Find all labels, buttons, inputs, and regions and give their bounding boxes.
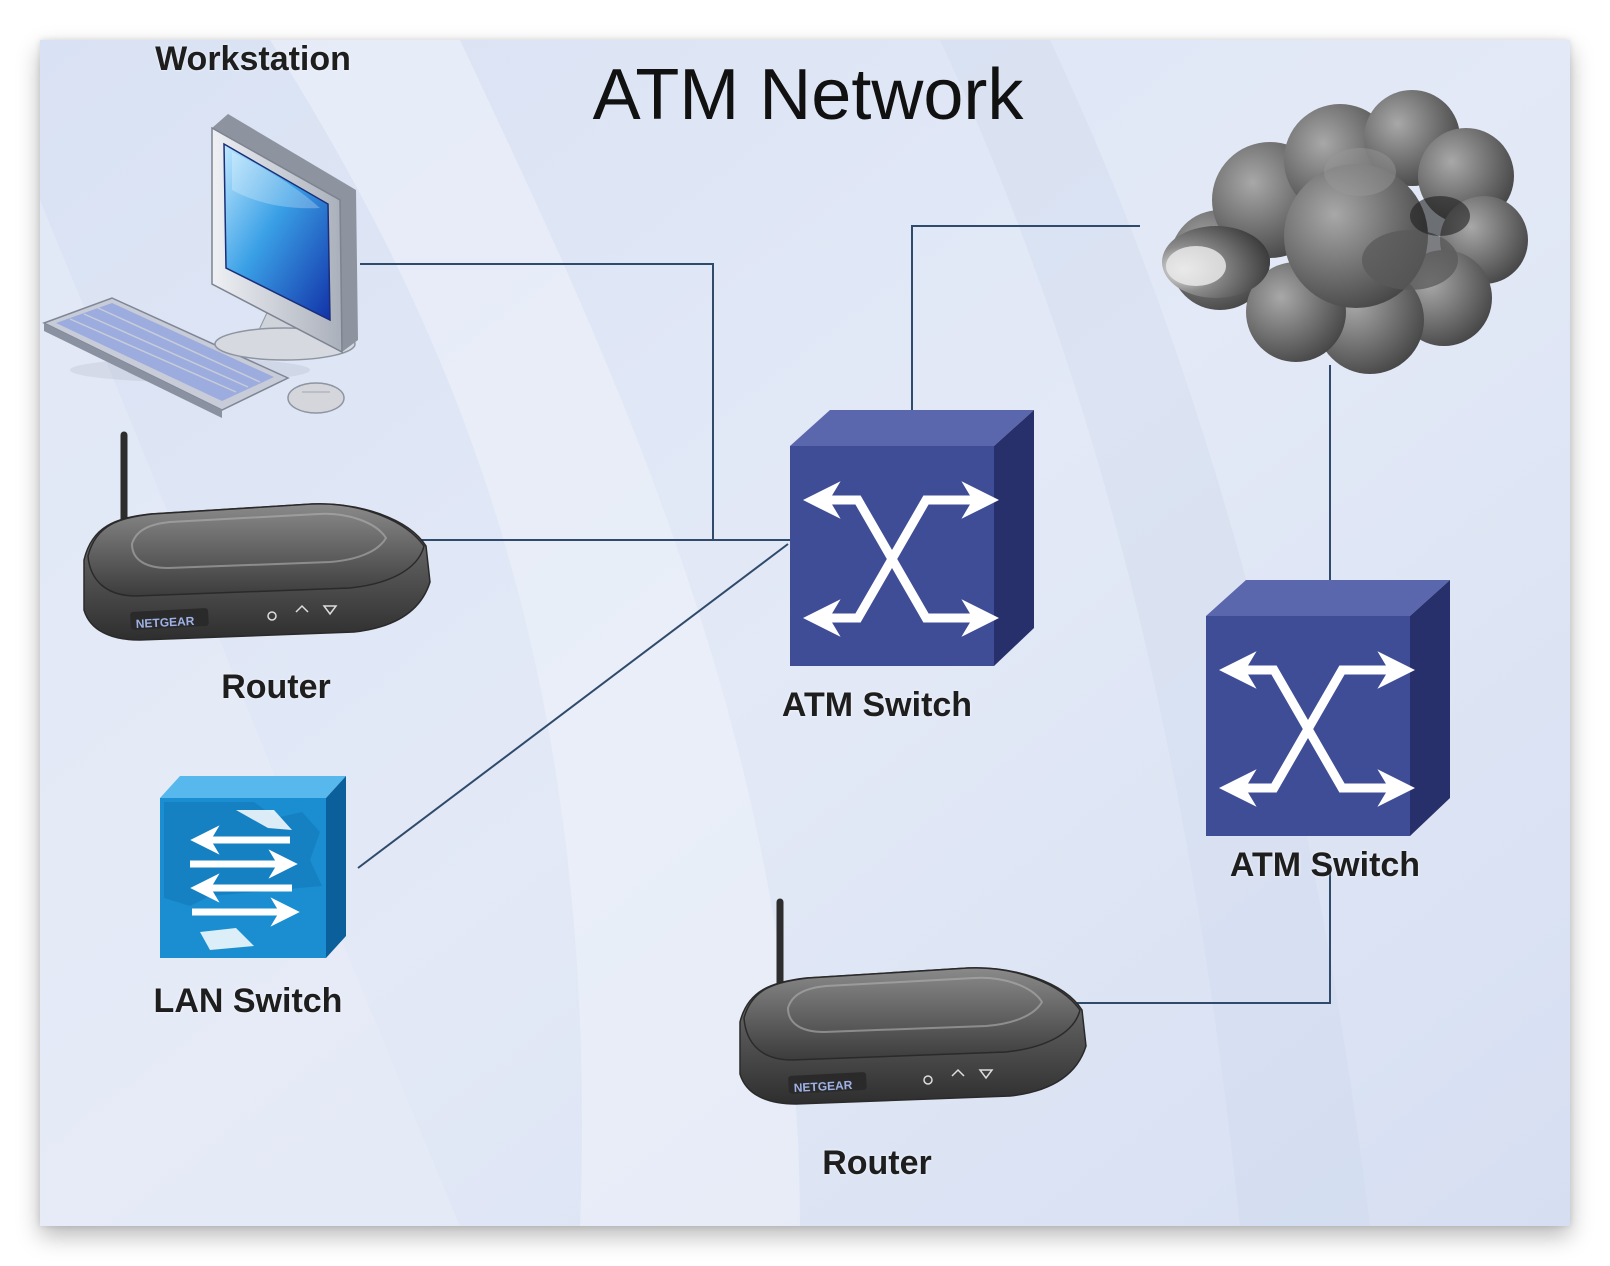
- link-workstation-atm: [360, 263, 714, 540]
- network-diagram: NETGEAR: [40, 40, 1570, 1226]
- lan-switch-icon: [160, 776, 346, 958]
- atm-switch-center-label: ATM Switch: [781, 686, 973, 724]
- link-atm-cloud: [911, 225, 1140, 410]
- router-icon: NETGEAR: [83, 431, 431, 641]
- router-icon: NETGEAR: [739, 898, 1087, 1105]
- links: [357, 225, 1331, 1004]
- diagram-title: ATM Network: [592, 55, 1024, 135]
- link-lanswitch-atm: [357, 543, 789, 869]
- workstation-label: Workstation: [155, 40, 351, 78]
- cloud-icon: [1162, 90, 1528, 374]
- link-atm2-router: [1070, 870, 1331, 1004]
- router-brand-text: NETGEAR: [793, 1078, 853, 1095]
- router-left-label: Router: [221, 668, 331, 706]
- lan-switch-label: LAN Switch: [153, 982, 343, 1020]
- workstation-icon: [42, 114, 358, 418]
- background-dark-band: [940, 40, 1370, 1226]
- background-light-band: [270, 40, 800, 1226]
- background-light-band: [40, 200, 460, 1226]
- diagram-frame: NETGEAR: [40, 40, 1570, 1226]
- atm-switch-right-label: ATM Switch: [1229, 846, 1421, 884]
- atm-switch-icon: [790, 410, 1034, 666]
- atm-switch-icon: [1206, 580, 1450, 836]
- router-bottom-label: Router: [822, 1144, 932, 1182]
- router-brand-text: NETGEAR: [135, 614, 195, 631]
